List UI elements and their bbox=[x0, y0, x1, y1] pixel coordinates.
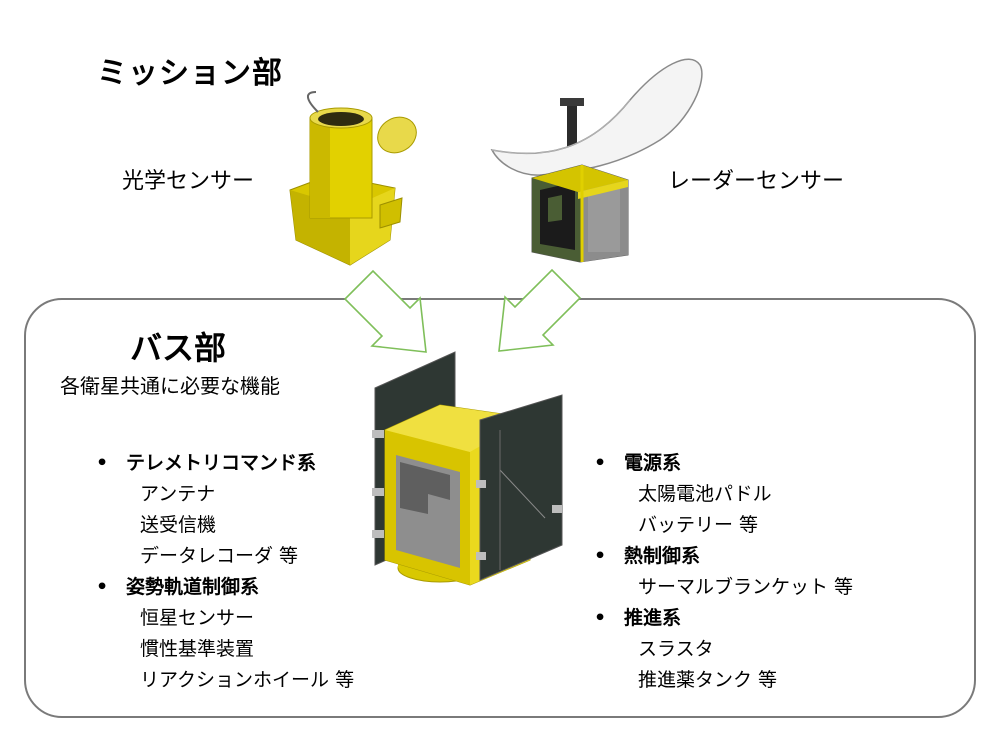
list-item: リアクションホイール 等 bbox=[140, 669, 355, 691]
bus-section-subtitle: 各衛星共通に必要な機能 bbox=[60, 374, 280, 398]
list-group-heading: 熱制御系 bbox=[594, 541, 853, 572]
list-item: 推進薬タンク 等 bbox=[638, 669, 778, 691]
optical-sensor-label: 光学センサー bbox=[122, 169, 255, 194]
list-item: 恒星センサー bbox=[140, 607, 255, 629]
arrow-optical-to-bus bbox=[343, 269, 427, 353]
mission-section-title: ミッション部 bbox=[97, 56, 283, 91]
radar-sensor-label: レーダーセンサー bbox=[668, 169, 845, 194]
list-item: アンテナ bbox=[140, 483, 216, 505]
list-item: 太陽電池パドル bbox=[638, 483, 772, 505]
bus-right-list: 電源系 太陽電池パドル バッテリー 等 熱制御系 サーマルブランケット 等 推進… bbox=[594, 448, 853, 696]
optical-sensor-image bbox=[289, 91, 417, 266]
list-group-heading: 姿勢軌道制御系 bbox=[96, 572, 354, 603]
list-item: 慣性基準装置 bbox=[140, 638, 255, 660]
bus-left-list: テレメトリコマンド系 アンテナ 送受信機 データレコーダ 等 姿勢軌道制御系 恒… bbox=[96, 448, 354, 696]
list-item: スラスタ bbox=[638, 638, 714, 660]
satellite-bus-image bbox=[372, 351, 563, 586]
list-item: サーマルブランケット 等 bbox=[638, 576, 854, 598]
list-group-heading: テレメトリコマンド系 bbox=[96, 448, 354, 479]
list-group-heading: 推進系 bbox=[594, 603, 853, 634]
list-item: バッテリー 等 bbox=[638, 514, 759, 536]
arrow-radar-to-bus bbox=[498, 268, 582, 352]
list-item: データレコーダ 等 bbox=[140, 545, 299, 567]
radar-sensor-image bbox=[490, 58, 703, 263]
bus-section-title: バス部 bbox=[130, 329, 227, 367]
list-item: 送受信機 bbox=[140, 514, 217, 536]
list-group-heading: 電源系 bbox=[594, 448, 853, 479]
